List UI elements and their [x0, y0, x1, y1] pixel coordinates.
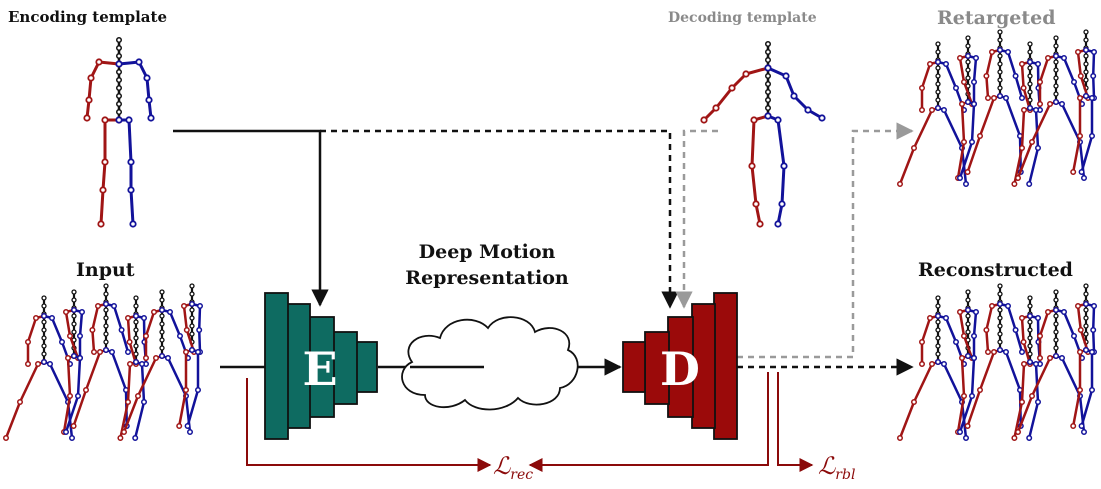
loss-rec-label: ℒrec: [493, 452, 533, 483]
deep-motion-label-line2: Representation: [405, 267, 569, 289]
decoder-letter: D: [660, 342, 700, 396]
decoder-to-retargeted-arrow: [737, 122, 914, 359]
decoder-block: [622, 292, 738, 440]
loss-rec-line-right: [528, 372, 769, 472]
retargeted-motion-skeletons: [897, 29, 1097, 187]
retargeted-label: Retargeted: [937, 7, 1056, 29]
deep-motion-label-line1: Deep Motion: [419, 241, 556, 263]
encoder-block: [264, 292, 378, 440]
input-motion-skeletons: [3, 283, 203, 441]
template-to-encoder-line: [173, 129, 329, 307]
template-to-decoder-dashed-line: [320, 129, 679, 309]
input-label: Input: [76, 259, 135, 281]
encoder-letter: E: [302, 342, 337, 396]
encoding-template-label: Encoding template: [8, 8, 167, 26]
loss-rec-line-left: [246, 378, 492, 472]
decoding-template-skeleton: [700, 41, 826, 228]
reconstructed-label: Reconstructed: [918, 259, 1073, 281]
decoding-template-label: Decoding template: [668, 10, 817, 26]
loss-rbl-line: [777, 372, 814, 472]
loss-rbl-label: ℒrbl: [818, 452, 855, 483]
reconstructed-motion-skeletons: [897, 283, 1097, 441]
decoding-template-to-decoder-line: [675, 129, 718, 309]
encoding-template-skeleton: [83, 37, 155, 228]
latent-cloud: [401, 316, 579, 411]
